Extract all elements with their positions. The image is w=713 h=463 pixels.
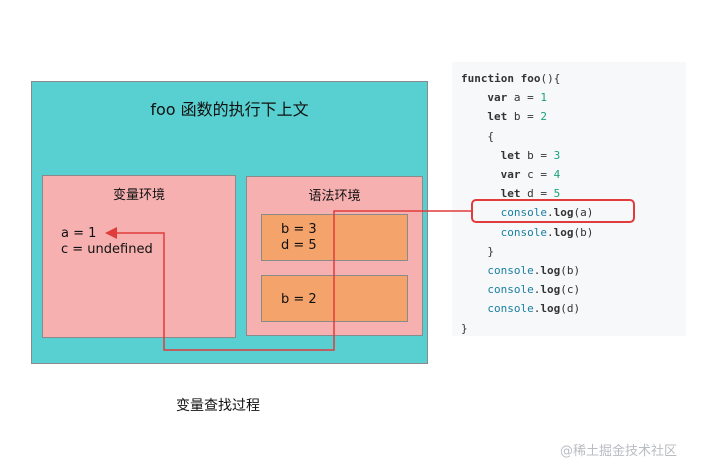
variable-environment-entries: a = 1 c = undefined [61, 226, 153, 258]
code-token: let [487, 110, 514, 124]
code-line: { [487, 130, 494, 144]
variable-environment-title: 变量环境 [112, 188, 165, 203]
code-token: foo [520, 72, 541, 85]
code-token: c = [527, 168, 554, 181]
code-token: console [500, 206, 547, 220]
code-line: console.log(d) [487, 302, 580, 316]
code-token: a = [513, 91, 541, 105]
code-line: console.log(b) [487, 264, 580, 278]
lex-entry: b = 3 [281, 222, 317, 237]
code-token: } [487, 244, 495, 258]
code-token: } [461, 321, 468, 335]
lexical-environment-title: 语法环境 [308, 189, 361, 204]
code-line: console.log(c) [487, 283, 580, 297]
code-token: log [553, 206, 574, 220]
code-token: log [553, 225, 574, 239]
code-token: 5 [553, 187, 561, 201]
variable-environment: 变量环境 a = 1 c = undefined [42, 175, 236, 338]
code-line: let b = 2 [487, 110, 547, 124]
code-token: var [500, 168, 528, 181]
code-line: var a = 1 [487, 91, 547, 105]
code-token: (a) [573, 206, 594, 220]
code-token: { [487, 129, 495, 143]
code-token: d = [527, 187, 554, 201]
code-token: 2 [540, 110, 548, 124]
code-line: console.log(b) [501, 226, 594, 240]
code-token: (c) [560, 283, 581, 297]
code-token: b = [513, 110, 541, 124]
code-token: b = [527, 148, 554, 162]
code-line: function foo(){ [461, 72, 560, 86]
code-token: var [487, 91, 514, 105]
code-token: . [533, 302, 541, 316]
diagram-caption: 变量查找过程 [176, 398, 260, 414]
code-token: log [540, 283, 561, 297]
code-token: . [546, 225, 554, 239]
var-entry: c = undefined [61, 242, 153, 257]
lexical-block-inner: b = 3 d = 5 [261, 214, 408, 261]
code-token: 3 [553, 148, 561, 162]
code-token: . [533, 283, 541, 297]
code-token: log [540, 302, 561, 316]
code-token: let [500, 148, 528, 162]
code-line: let d = 5 [501, 187, 561, 201]
code-token: (){ [540, 72, 561, 85]
code-token: function [461, 72, 521, 85]
lex-entry: d = 5 [281, 238, 317, 253]
lexical-block-outer: b = 2 [261, 275, 408, 322]
code-token: console [500, 225, 547, 239]
var-entry: a = 1 [61, 226, 97, 241]
code-token: (b) [560, 264, 581, 277]
watermark: @稀土掘金技术社区 [560, 444, 678, 459]
code-token: (d) [560, 302, 581, 316]
code-line: let b = 3 [501, 149, 561, 163]
code-line: console.log(a) [501, 206, 594, 220]
code-line: var c = 4 [501, 168, 561, 182]
code-panel: function foo(){ var a = 1 let b = 2 { let b … [452, 62, 686, 336]
code-token: (b) [573, 225, 594, 239]
code-token: 1 [540, 91, 548, 105]
code-token: console [487, 302, 534, 316]
code-token: . [533, 264, 541, 277]
code-token: console [487, 283, 534, 297]
code-token: . [546, 206, 554, 220]
code-line: } [487, 245, 494, 259]
code-token: let [500, 187, 528, 201]
code-line: } [461, 322, 468, 336]
lex-entry: b = 2 [281, 292, 317, 307]
code-token: log [540, 264, 561, 277]
code-token: console [487, 264, 534, 277]
code-token: 4 [553, 168, 561, 181]
execution-context-title: foo 函数的执行下上文 [150, 100, 309, 119]
